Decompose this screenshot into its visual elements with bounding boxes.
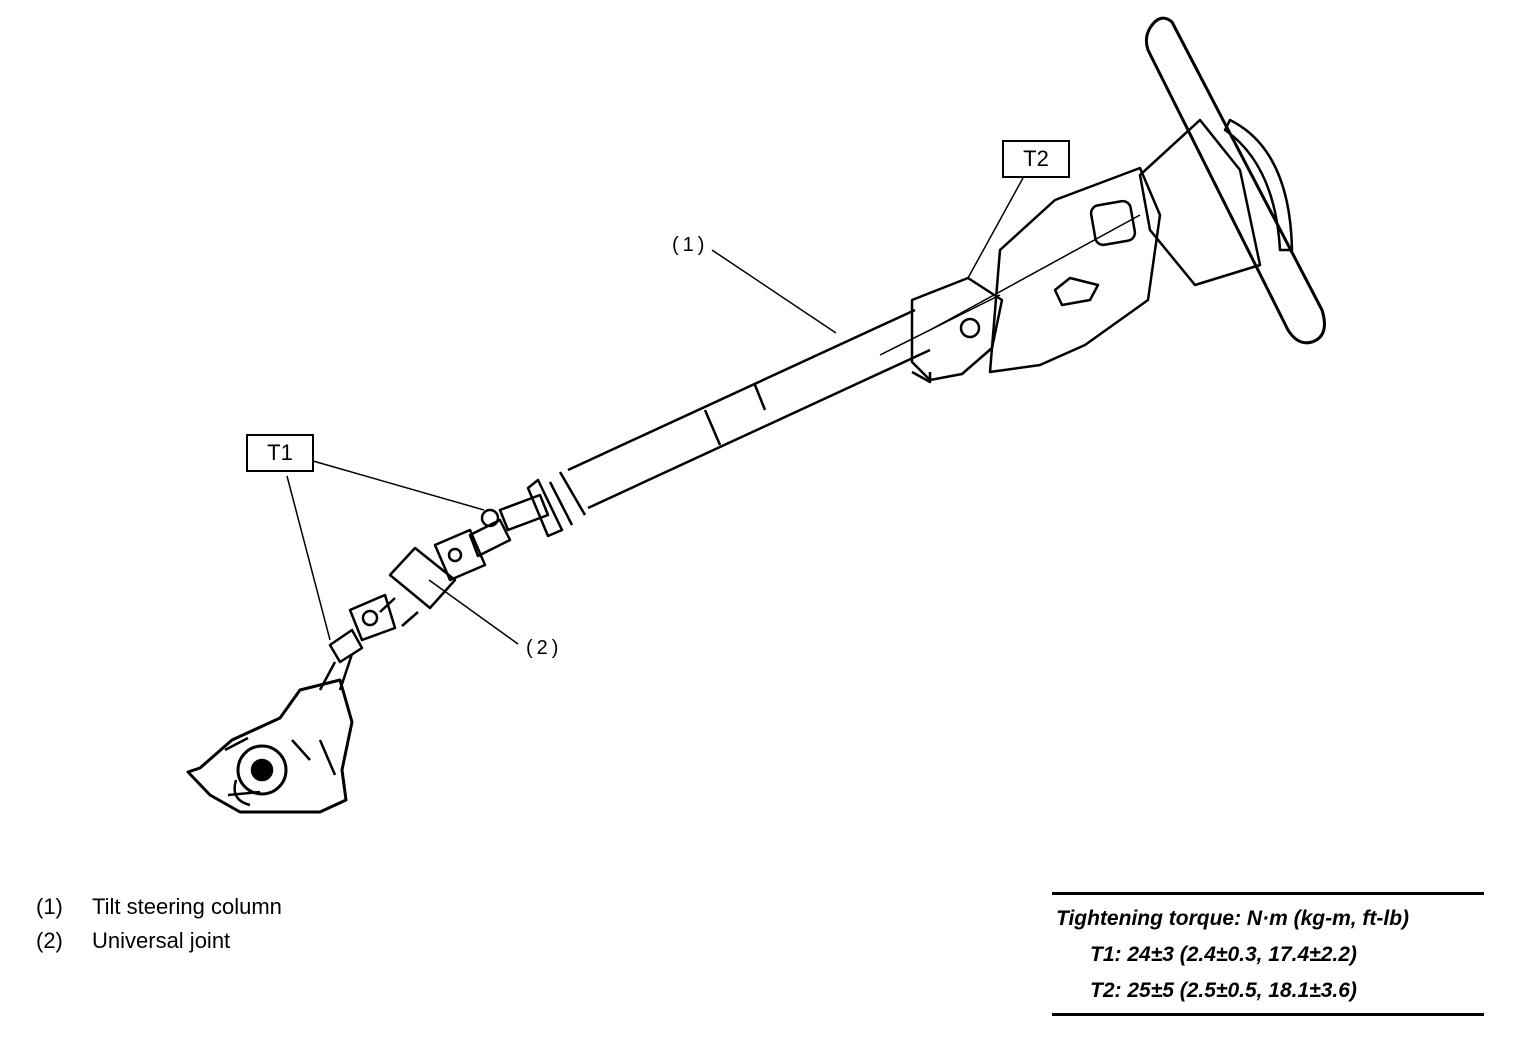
legend-number: (1) [36, 894, 63, 919]
callout-part-1: (1) [672, 234, 709, 256]
legend-text: Universal joint [92, 928, 231, 953]
shroud-cutout [1053, 276, 1100, 307]
legend-text: Tilt steering column [92, 894, 282, 919]
parts-legend: (1) Tilt steering column (2) Universal j… [36, 890, 282, 958]
torque-t2: T2: 25±5 (2.5±0.5, 18.1±3.6) [1090, 979, 1357, 1002]
torque-t1: T1: 24±3 (2.4±0.3, 17.4±2.2) [1090, 943, 1357, 966]
intermediate-shaft [348, 546, 457, 642]
center-line [929, 214, 1141, 331]
torque-title: Tightening torque: N·m (kg-m, ft-lb) [1056, 907, 1410, 930]
wheel-hub [1223, 118, 1294, 252]
callout-t2: T2 [1002, 140, 1070, 178]
callout-part-2: (2) [526, 637, 563, 659]
upper-bracket [910, 276, 1004, 382]
steering-gearbox [186, 678, 354, 814]
leader-lines [286, 177, 1024, 645]
column-cover [1138, 118, 1262, 287]
legend-item: (1) Tilt steering column [36, 890, 282, 924]
column-tube [526, 308, 931, 538]
legend-number: (2) [36, 928, 63, 953]
legend-item: (2) Universal joint [36, 924, 282, 958]
column-shroud [988, 166, 1162, 374]
callout-t1: T1 [246, 434, 314, 472]
upper-universal-joint [433, 493, 550, 582]
steering-wheel [1144, 16, 1326, 345]
upper-bracket-bolt [959, 317, 981, 339]
torque-table: Tightening torque: N·m (kg-m, ft-lb) T1:… [1052, 892, 1484, 1016]
